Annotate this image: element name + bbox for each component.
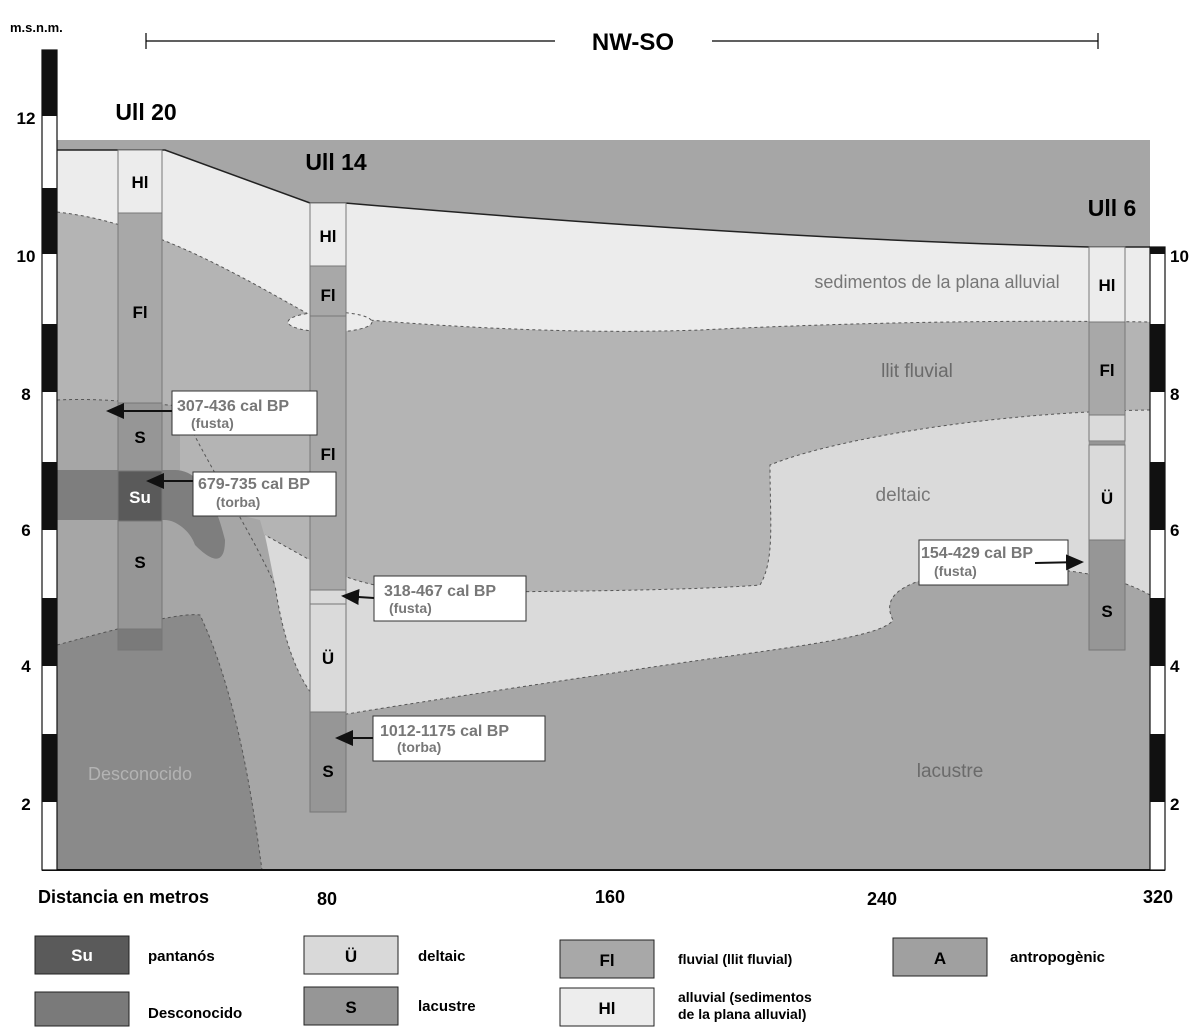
layer-label: S bbox=[134, 428, 145, 447]
legend-label: deltaic bbox=[418, 948, 466, 965]
zone-label-unknown: Desconocido bbox=[88, 764, 192, 784]
date-material: (fusta) bbox=[191, 415, 234, 431]
layer-label: Hl bbox=[320, 227, 337, 246]
date-material: (fusta) bbox=[934, 563, 977, 579]
y-tick-2: 2 bbox=[21, 795, 30, 814]
y-tick-8: 8 bbox=[21, 385, 30, 404]
layer-label: Hl bbox=[132, 173, 149, 192]
layer-label: Fl bbox=[132, 303, 147, 322]
unit-label: m.s.n.m. bbox=[10, 20, 63, 35]
zone-label-deltaic: deltaic bbox=[876, 485, 931, 506]
y-tick-right-10: 10 bbox=[1170, 247, 1189, 266]
legend-swatch-hl bbox=[559, 987, 655, 1027]
legend-code: Hl bbox=[599, 999, 616, 1018]
legend-code: A bbox=[934, 949, 946, 968]
y-tick-right-6: 6 bbox=[1170, 521, 1179, 540]
date-material: (torba) bbox=[216, 494, 260, 510]
y-tick-right-8: 8 bbox=[1170, 385, 1179, 404]
date-range: 154-429 cal BP bbox=[921, 545, 1033, 562]
layer-label: S bbox=[1101, 602, 1112, 621]
layer-label: Fl bbox=[320, 445, 335, 464]
deltaic-zone bbox=[265, 410, 1150, 716]
legend-swatch-su bbox=[34, 935, 130, 975]
x-tick-240: 240 bbox=[867, 889, 897, 909]
y-tick-12: 12 bbox=[17, 109, 36, 128]
legend-swatch-a bbox=[892, 937, 988, 977]
borehole-ull-14 bbox=[309, 202, 347, 813]
legend-label: Desconocido bbox=[148, 1005, 242, 1022]
x-axis-title: Distancia en metros bbox=[38, 887, 209, 907]
legend-swatch-unknown bbox=[34, 991, 130, 1027]
date-box-4 bbox=[335, 715, 546, 762]
zone-label-alluvial: sedimentos de la plana alluvial bbox=[814, 272, 1059, 292]
layer-label: Ü bbox=[322, 649, 334, 668]
legend-label: alluvial (sedimentos bbox=[678, 989, 812, 1005]
ground-surface bbox=[57, 149, 1150, 248]
date-range: 318-467 cal BP bbox=[384, 583, 496, 600]
date-box-1 bbox=[106, 390, 318, 436]
unknown-zone bbox=[57, 614, 262, 870]
y-tick-6: 6 bbox=[21, 521, 30, 540]
legend-label: pantanós bbox=[148, 948, 215, 965]
layer-label: Fl bbox=[320, 286, 335, 305]
y-tick-10: 10 bbox=[17, 247, 36, 266]
borehole-title-ull-20: Ull 20 bbox=[115, 99, 176, 125]
legend-label: antropogènic bbox=[1010, 949, 1105, 966]
left-scale bbox=[41, 49, 58, 871]
layer-label: Fl bbox=[1099, 361, 1114, 380]
layer-label: S bbox=[322, 762, 333, 781]
legend-code: Ü bbox=[345, 947, 357, 966]
x-tick-80: 80 bbox=[317, 889, 337, 909]
y-tick-right-2: 2 bbox=[1170, 795, 1179, 814]
legend-code: Su bbox=[71, 946, 93, 965]
legend: Su pantanós Ü deltaic Fl fluvial (llit f… bbox=[34, 935, 1105, 1027]
date-material: (fusta) bbox=[389, 600, 432, 616]
zone-label-lacustre: lacustre bbox=[917, 761, 984, 782]
borehole-ull-6 bbox=[1088, 246, 1126, 651]
layer-label: Ü bbox=[1101, 489, 1113, 508]
date-box-3 bbox=[341, 575, 527, 622]
date-range: 1012-1175 cal BP bbox=[380, 723, 509, 740]
legend-label: lacustre bbox=[418, 998, 476, 1015]
x-tick-320: 320 bbox=[1143, 887, 1173, 907]
right-scale bbox=[1149, 246, 1166, 871]
boundary-deltaic-top bbox=[264, 409, 1151, 593]
borehole-title-ull-6: Ull 6 bbox=[1088, 195, 1137, 221]
legend-label: fluvial (llit fluvial) bbox=[678, 951, 792, 967]
legend-code: S bbox=[345, 998, 356, 1017]
borehole-title-ull-14: Ull 14 bbox=[305, 149, 367, 175]
legend-swatch-s bbox=[303, 986, 399, 1026]
boundary-lacustre-left bbox=[56, 398, 181, 407]
legend-swatch-fl bbox=[559, 939, 655, 979]
legend-swatch-u bbox=[303, 935, 399, 975]
layer-label: S bbox=[134, 553, 145, 572]
layer-label: Hl bbox=[1099, 276, 1116, 295]
y-tick-right-4: 4 bbox=[1170, 657, 1180, 676]
zone-label-fluvial: llit fluvial bbox=[881, 361, 953, 382]
x-tick-160: 160 bbox=[595, 887, 625, 907]
borehole-ull-20 bbox=[117, 149, 163, 651]
date-range: 679-735 cal BP bbox=[198, 476, 310, 493]
legend-label-line2: de la plana alluvial) bbox=[678, 1006, 806, 1022]
date-range: 307-436 cal BP bbox=[177, 398, 289, 415]
date-box-2 bbox=[146, 471, 337, 517]
boundary-alluvial bbox=[56, 211, 1151, 332]
y-tick-4: 4 bbox=[21, 657, 31, 676]
date-box-5 bbox=[918, 539, 1084, 586]
layer-label: Su bbox=[129, 488, 151, 507]
transect-label: NW-SO bbox=[592, 29, 674, 56]
date-material: (torba) bbox=[397, 739, 441, 755]
legend-code: Fl bbox=[599, 951, 614, 970]
